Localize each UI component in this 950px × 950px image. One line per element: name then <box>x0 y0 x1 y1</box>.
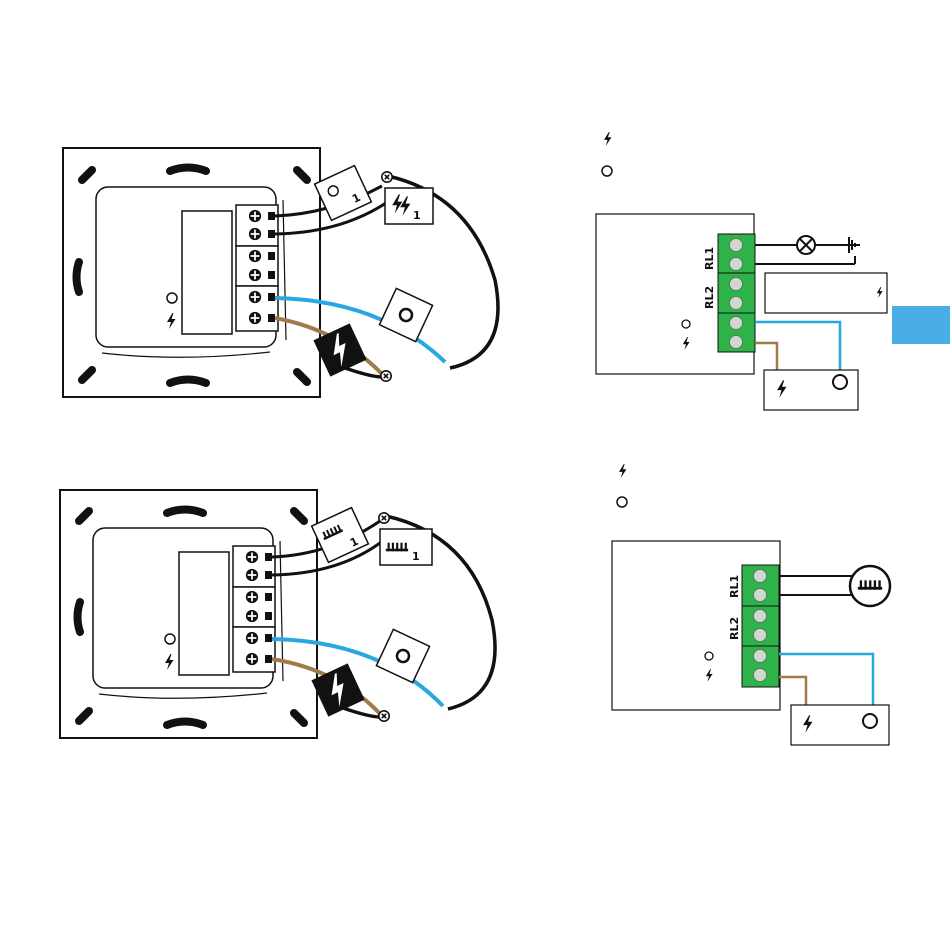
relay-label-rl1: RL1 <box>728 575 741 598</box>
thermostat-back-top: 1 1 <box>63 148 498 397</box>
neutral-icon <box>167 293 177 303</box>
earth-icon <box>845 237 860 253</box>
schematic-bottom: RL1 RL2 <box>612 464 890 745</box>
relay-label-rl1: RL1 <box>703 247 716 270</box>
thermostat-back-bottom: 1 1 <box>60 490 495 738</box>
neutral-tag <box>379 288 432 341</box>
section-tab <box>892 306 950 344</box>
lamp-icon <box>797 236 815 254</box>
relay-label-rl2: RL2 <box>728 617 741 640</box>
schematic-top: RL1 RL2 <box>596 132 887 410</box>
tag-number: 1 <box>412 550 420 563</box>
legend-live-icon <box>604 132 611 146</box>
tag-number: 1 <box>413 209 421 222</box>
legend-neutral-icon <box>602 166 612 176</box>
relay-label-rl2: RL2 <box>703 286 716 309</box>
heater-icon <box>850 566 890 606</box>
